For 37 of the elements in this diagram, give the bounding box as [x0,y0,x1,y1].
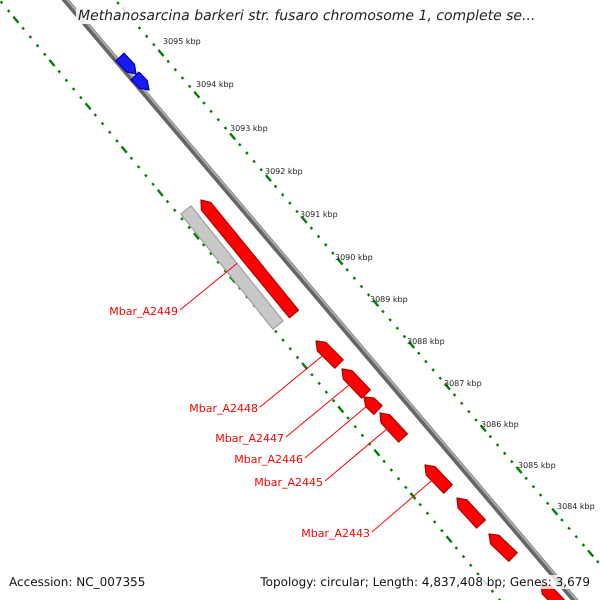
tick-label: 3085 kbp [518,460,556,472]
gene-label: Mbar_A2449 [109,304,178,320]
gene-feature [424,464,453,494]
gene-feature [488,533,518,562]
leader-line [324,420,396,482]
leader-line [180,262,238,310]
gene-feature [315,340,344,369]
gene-feature [115,52,137,75]
tick-label: 3091 kbp [300,209,338,221]
gene-feature [456,497,486,529]
gene-feature [130,72,150,91]
gene-feature [379,412,408,443]
gene-feature [363,396,383,415]
tick-label: 3094 kbp [196,79,234,91]
genome-stats-text: Topology: circular; Length: 4,837,408 bp; Genes: 3,679 [260,575,590,589]
tick-label: 3095 kbp [163,36,201,48]
gene-feature [200,199,300,318]
tick-label: 3092 kbp [265,166,303,178]
gene-label: Mbar_A2446 [234,452,303,468]
accession-text: Accession: NC_007355 [9,575,146,589]
leader-line [286,376,359,438]
gene-label: Mbar_A2443 [301,526,370,542]
tick-label: 3087 kbp [444,378,482,390]
gene-label: Mbar_A2447 [215,431,284,447]
gene-label: Mbar_A2448 [189,401,258,417]
tick-label: 3088 kbp [407,336,445,348]
tick-label: 3090 kbp [335,252,373,264]
gene-feature [341,368,371,399]
leader-line [260,348,332,408]
leader-line [304,398,376,458]
tick-label: 3093 kbp [230,123,268,135]
tick-label: 3086 kbp [481,419,519,431]
tick-label: 3089 kbp [370,294,408,306]
tick-label: 3084 kbp [557,501,595,513]
gene-label: Mbar_A2445 [254,475,323,491]
leader-line [372,472,442,532]
gene-bar [180,205,284,330]
